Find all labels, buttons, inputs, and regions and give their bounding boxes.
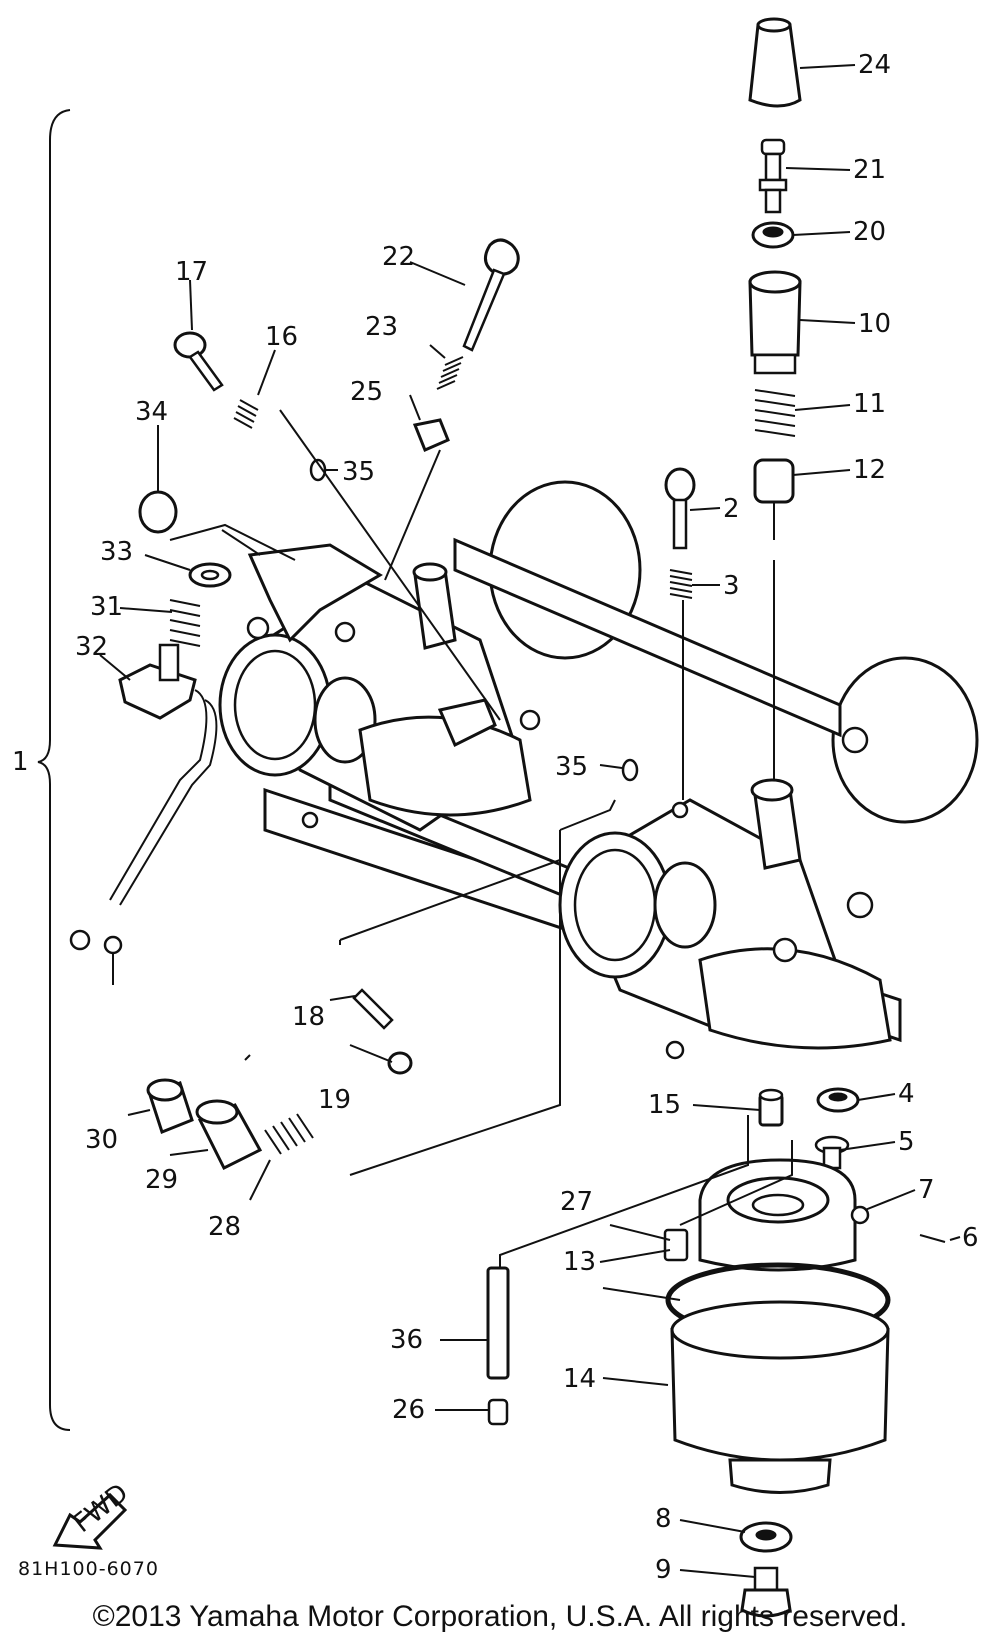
callout-12: 12: [853, 455, 886, 485]
callout-27: 27: [560, 1187, 593, 1217]
spring-3: [669, 569, 693, 599]
carburetor-body: [218, 480, 979, 1060]
copyright-notice: ©2013 Yamaha Motor Corporation, U.S.A. A…: [92, 1600, 908, 1633]
callout-28: 28: [208, 1212, 241, 1242]
callout-34: 34: [135, 397, 168, 427]
ring-35a: [309, 458, 327, 482]
callout-14: 14: [563, 1364, 596, 1394]
jet-36: [486, 1266, 510, 1380]
callout-35-mid: 35: [555, 752, 588, 782]
cap-10: [748, 270, 802, 375]
callout-21: 21: [853, 155, 886, 185]
float-7: [698, 1158, 870, 1272]
leader-lines: [99, 64, 961, 1578]
callout-26: 26: [392, 1395, 425, 1425]
washer-8: [739, 1521, 793, 1553]
clip-19: [387, 1051, 413, 1075]
callout-31: 31: [90, 592, 123, 622]
screw-22: [462, 238, 520, 352]
callout-19: 19: [318, 1085, 351, 1115]
callout-25: 25: [350, 377, 383, 407]
spring-31: [169, 599, 201, 647]
callout-20: 20: [853, 217, 886, 247]
bolt-9: [740, 1566, 792, 1618]
alignment-lines: [169, 409, 793, 1268]
callout-2: 2: [723, 494, 740, 524]
callout-18: 18: [292, 1002, 325, 1032]
callout-30: 30: [85, 1125, 118, 1155]
callout-23: 23: [365, 312, 398, 342]
callout-7: 7: [918, 1175, 935, 1205]
sleeve-29: [195, 1099, 263, 1171]
callout-35-top: 35: [342, 457, 375, 487]
spring-16: [233, 399, 259, 429]
fitting-32: [118, 643, 197, 720]
bowl-14: [670, 1300, 890, 1494]
callout-5: 5: [898, 1127, 915, 1157]
nut-25: [412, 418, 450, 452]
callout-16: 16: [265, 322, 298, 352]
callout-32: 32: [75, 632, 108, 662]
callout-15: 15: [648, 1090, 681, 1120]
callout-33: 33: [100, 537, 133, 567]
callout-29: 29: [145, 1165, 178, 1195]
nut-20: [751, 221, 795, 249]
assembly-brace: [37, 109, 71, 1431]
fwd-direction-arrow: FWD: [52, 1478, 134, 1550]
starter-plunger-21: [758, 138, 788, 214]
callouts: 1 2 3 4 5 6 7 8 9 10 11 12 13 14 15 16 1…: [12, 50, 979, 1585]
callout-8: 8: [655, 1504, 672, 1534]
screw-2: [664, 467, 696, 550]
jet-26: [487, 1398, 509, 1426]
spring-28: [264, 1113, 314, 1155]
pin-18: [352, 988, 394, 1030]
callout-3: 3: [723, 571, 740, 601]
callout-6: 6: [962, 1223, 979, 1253]
figure-code: 81H100-6070: [18, 1558, 159, 1580]
screw-27: [663, 1228, 689, 1262]
callout-22: 22: [382, 242, 415, 272]
cap-24: [748, 17, 802, 108]
callout-10: 10: [858, 309, 891, 339]
sleeve-30: [146, 1078, 194, 1134]
callout-13: 13: [563, 1247, 596, 1277]
callout-1: 1: [12, 747, 29, 777]
ring-35b: [621, 758, 639, 782]
jet-15: [758, 1088, 784, 1127]
hose-32: [69, 689, 218, 985]
washer-33: [188, 562, 232, 588]
spring-23: [436, 356, 464, 390]
callout-11: 11: [853, 389, 886, 419]
nut-4: [816, 1087, 860, 1113]
callout-36: 36: [390, 1325, 423, 1355]
callout-4: 4: [898, 1079, 915, 1109]
plunger-12: [753, 458, 795, 540]
pin-6: [919, 1234, 946, 1243]
spring-11: [754, 389, 796, 437]
screw-17: [173, 331, 224, 392]
callout-17: 17: [175, 257, 208, 287]
callout-24: 24: [858, 50, 891, 80]
callout-9: 9: [655, 1555, 672, 1585]
cap-34: [138, 490, 178, 534]
